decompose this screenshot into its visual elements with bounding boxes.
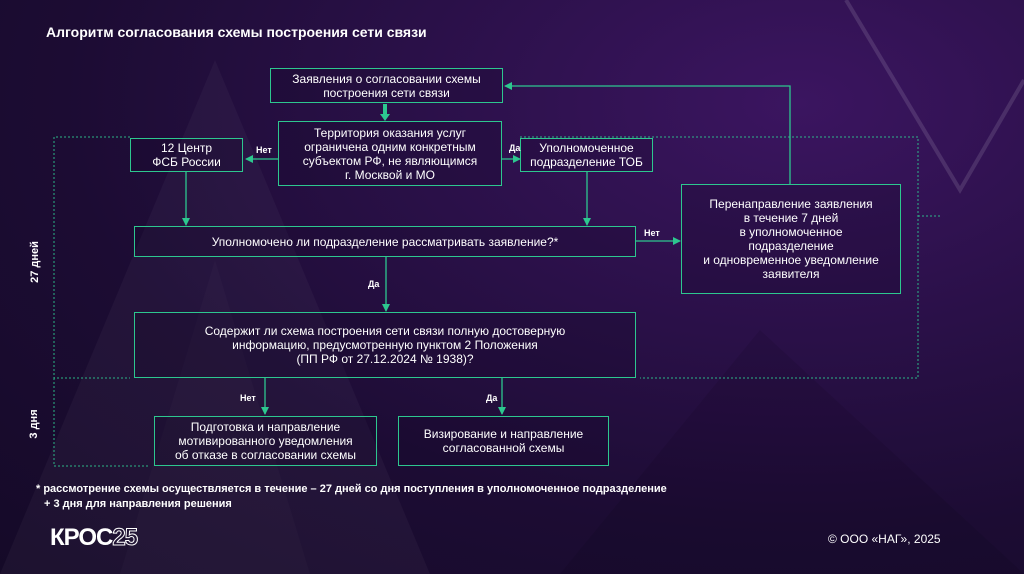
label-yes-approval: Да [486, 393, 498, 403]
logo-text: КРОС [50, 524, 113, 551]
label-no-refusal: Нет [240, 393, 256, 403]
fsb-box: 12 Центр ФСБ России [130, 138, 243, 172]
contains-question-box: Содержит ли схема построения сети связи … [134, 312, 636, 378]
tob-box: Уполномоченное подразделение ТОБ [520, 138, 653, 172]
label-no-fsb: Нет [256, 145, 272, 155]
territory-box: Территория оказания услуг ограничена одн… [278, 121, 502, 186]
page-title: Алгоритм согласования схемы построения с… [46, 24, 427, 40]
label-yes-contains: Да [368, 279, 380, 289]
copyright: © ООО «НАГ», 2025 [828, 532, 941, 546]
footnote-line-2: + 3 дня для направления решения [44, 498, 232, 510]
redirect-box: Перенаправление заявления в течение 7 дн… [681, 184, 901, 294]
label-no-redirect: Нет [644, 228, 660, 238]
kros-logo: КРОС25 [50, 524, 139, 552]
footnote-line-1: * рассмотрение схемы осуществляется в те… [36, 483, 667, 495]
label-yes-tob: Да [509, 143, 521, 153]
logo-number: 25 [112, 524, 139, 552]
side-label-3-days: 3 дня [28, 409, 40, 439]
approval-box: Визирование и направление согласованной … [398, 416, 609, 466]
side-label-27-days: 27 дней [29, 241, 41, 283]
application-box: Заявления о согласовании схемы построени… [270, 68, 503, 103]
authorized-question-box: Уполномочено ли подразделение рассматрив… [134, 226, 636, 257]
refusal-box: Подготовка и направление мотивированного… [154, 416, 377, 466]
